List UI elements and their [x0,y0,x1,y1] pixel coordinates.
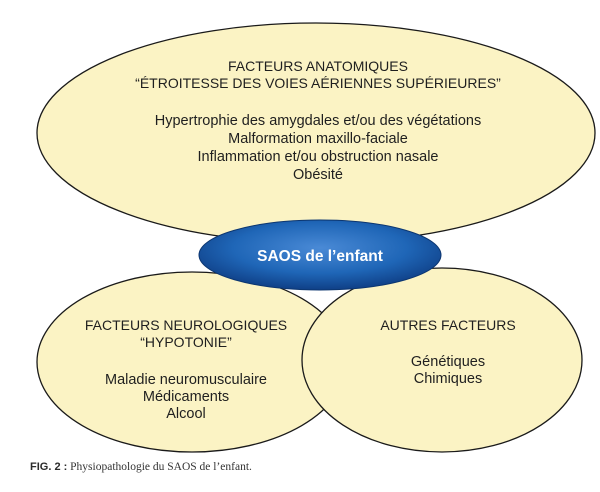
other-factors-item: Génétiques [411,354,485,370]
neurological-subtitle: “HYPOTONIE” [140,334,232,350]
figure-caption-prefix: FIG. 2 : [30,461,68,473]
neurological-title: FACTEURS NEUROLOGIQUES [85,317,287,333]
anatomical-item: Obésité [293,167,343,183]
center-ellipse-saos [198,219,442,291]
anatomical-title: FACTEURS ANATOMIQUES [228,58,408,74]
figure-caption-text: Physiopathologie du SAOS de l’enfant. [67,461,252,473]
anatomical-item: Malformation maxillo-faciale [228,131,408,147]
anatomical-item: Hypertrophie des amygdales et/ou des vég… [155,113,481,129]
figure-caption: FIG. 2 : Physiopathologie du SAOS de l’e… [30,461,252,473]
ellipse-neurological-factors [36,271,348,453]
neurological-item: Alcool [166,406,206,422]
center-label: SAOS de l’enfant [257,248,383,265]
neurological-item: Maladie neuromusculaire [105,372,267,388]
neurological-item: Médicaments [143,389,229,405]
anatomical-item: Inflammation et/ou obstruction nasale [198,149,439,165]
other-factors-title: AUTRES FACTEURS [380,317,515,333]
anatomical-subtitle: “ÉTROITESSE DES VOIES AÉRIENNES SUPÉRIEU… [135,75,501,91]
ellipse-other-factors [301,267,583,453]
other-factors-item: Chimiques [414,371,483,387]
